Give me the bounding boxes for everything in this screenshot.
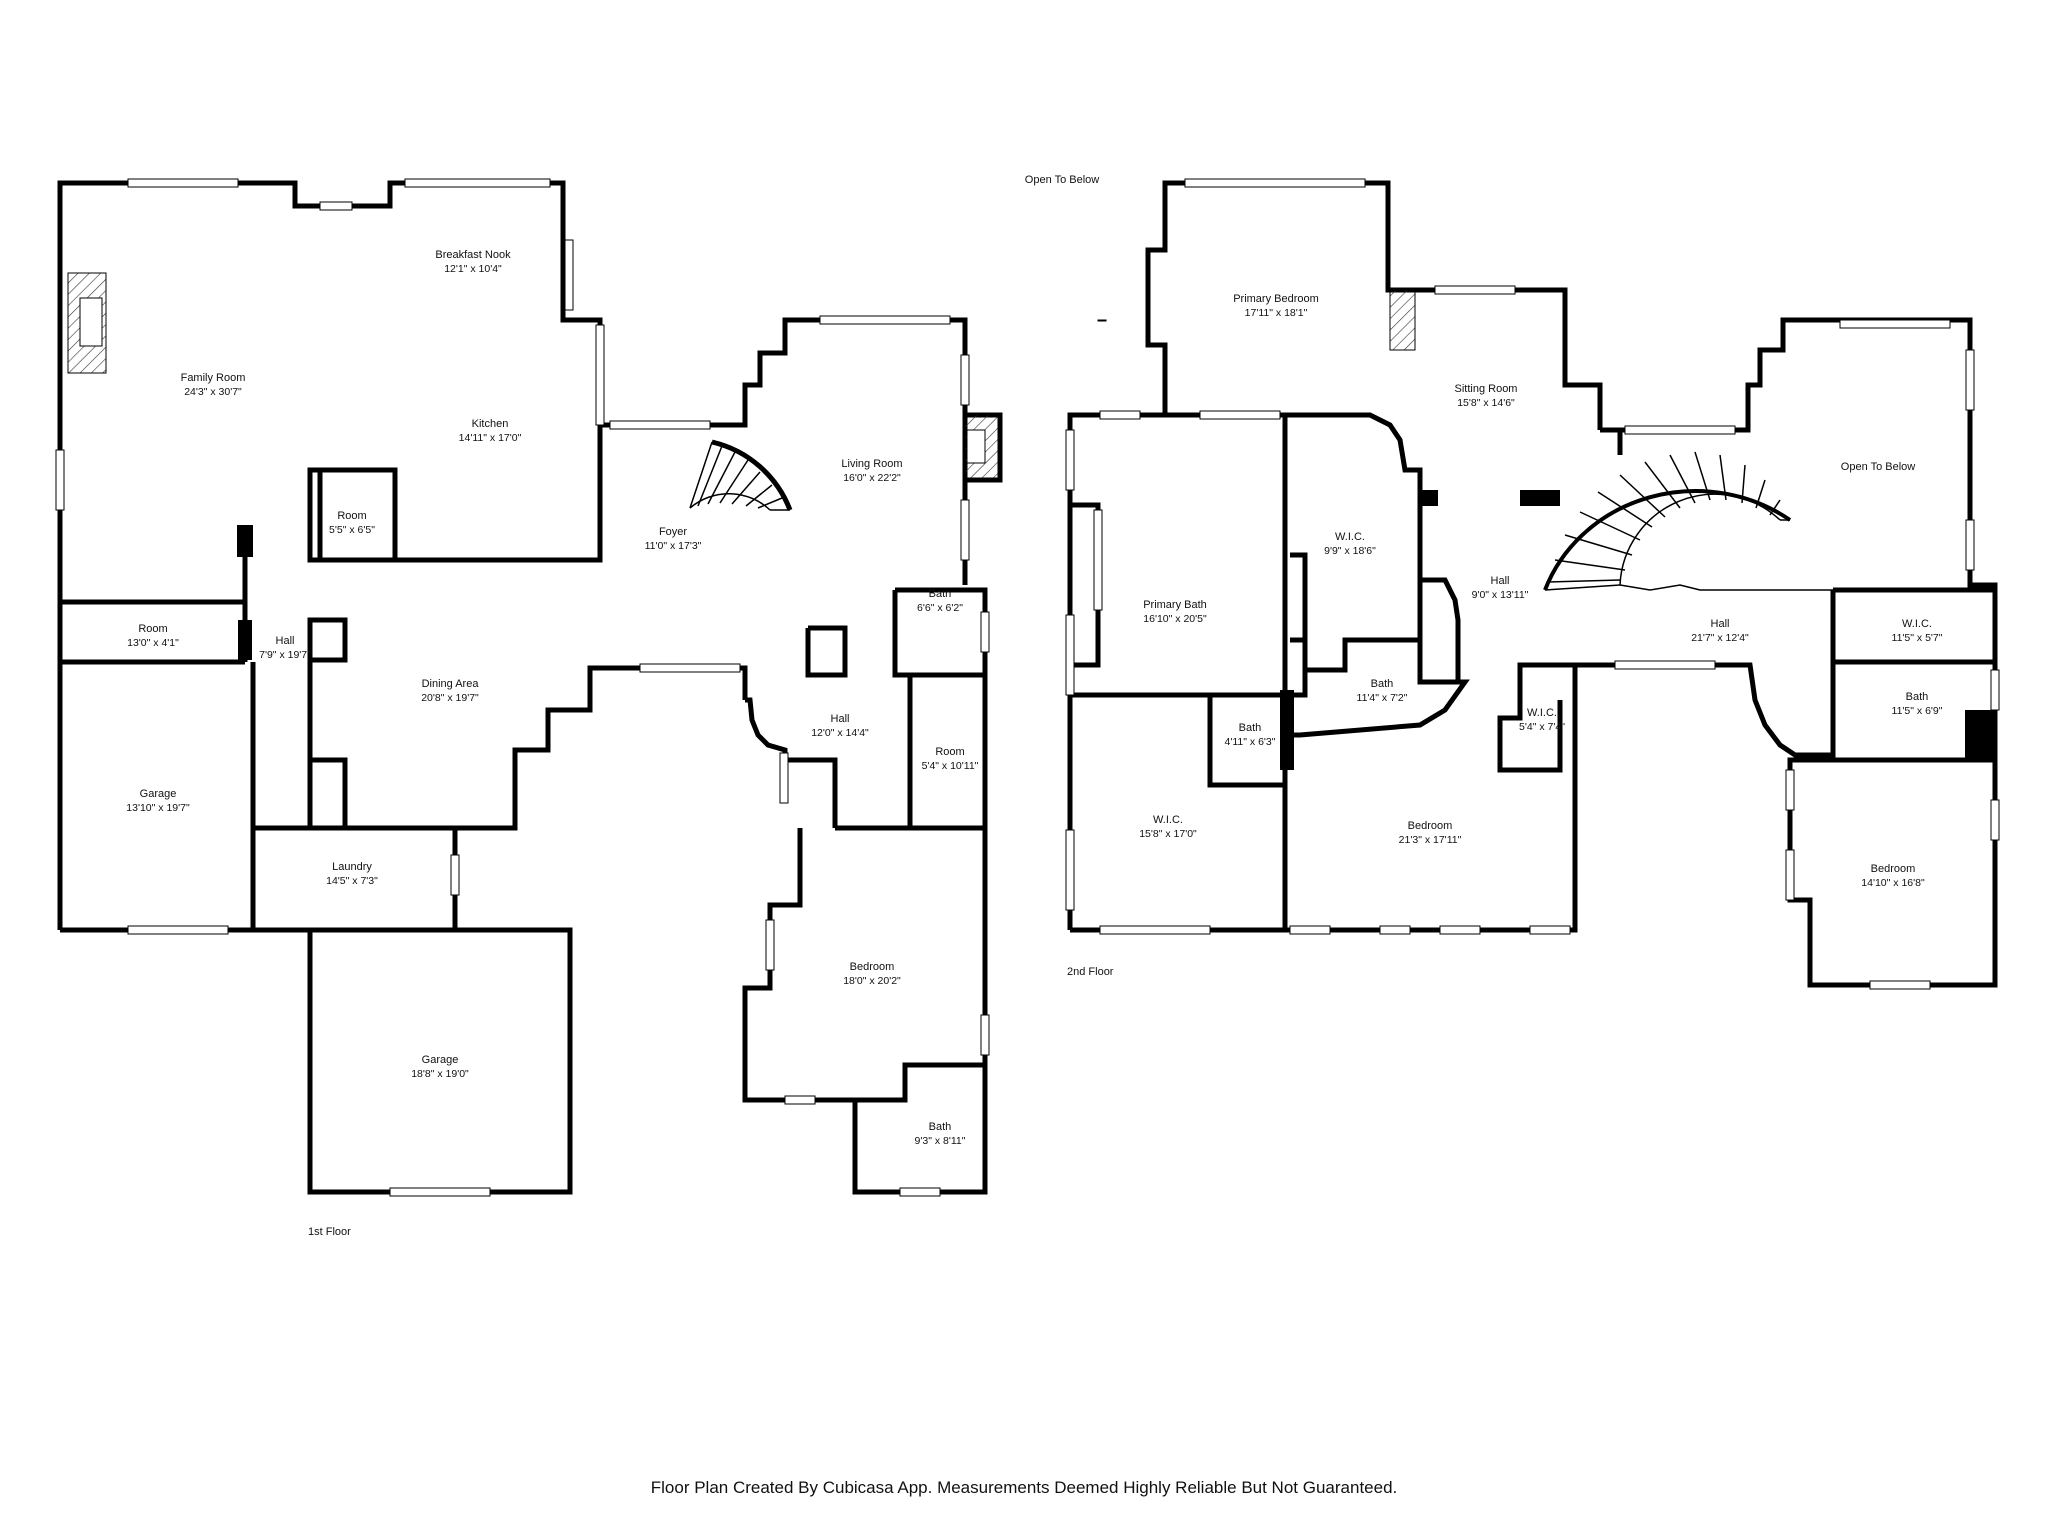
room-dims: 4'11" x 6'3" [1225,736,1276,748]
room-dims: 12'1" x 10'4" [444,263,502,275]
first-floor-staircase [689,439,793,511]
room-label: Primary Bath [1143,599,1207,611]
room-label: Room [138,623,167,635]
room-label: Sitting Room [1455,383,1518,395]
room-label: Hall [1491,575,1510,587]
room-label: Bath [929,1121,952,1133]
room-dims: 5'5" x 6'5" [329,524,375,536]
room-label: Breakfast Nook [435,249,511,261]
room-dims: 14'11" x 17'0" [459,432,522,444]
room-dims: 13'0" x 4'1" [127,637,179,649]
room-label: Bath [1239,722,1262,734]
floor-label: 1st Floor [308,1226,351,1238]
open-to-below-label: Open To Below [1025,174,1099,186]
room-dims: 15'8" x 14'6" [1457,397,1515,409]
room-dims: 13'10" x 19'7" [126,802,190,814]
room-label: Garage [140,788,177,800]
room-dims: 18'0" x 20'2" [843,975,901,987]
fireplace-opening [966,429,986,464]
room-label: Hall [276,635,295,647]
room-dims: 18'8" x 19'0" [411,1068,469,1080]
room-dims: 9'9" x 18'6" [1324,545,1376,557]
room-label: Room [337,510,366,522]
room-dims: 5'4" x 7'4" [1519,721,1565,733]
room-dims: 11'4" x 7'2" [1357,692,1408,704]
first-floor-walls [57,180,1003,1195]
room-label: Dining Area [422,678,480,690]
room-dims: 16'0" x 22'2" [843,472,901,484]
room-dims: 9'3" x 8'11" [915,1135,966,1147]
second-floor-staircase [1543,451,1835,591]
disclaimer-text: Floor Plan Created By Cubicasa App. Meas… [650,1478,1398,1497]
room-dims: 7'9" x 19'7" [259,649,311,661]
room-label: Bath [929,588,952,600]
room-dims: 6'6" x 6'2" [917,602,963,614]
room-dims: 11'5" x 6'9" [1892,705,1943,717]
room-label: Bedroom [1408,820,1453,832]
first-floor-labels: Family Room 24'3" x 30'7" Breakfast Nook… [126,249,978,1147]
room-dims: 9'0" x 13'11" [1472,589,1529,601]
room-label: Room [935,746,964,758]
room-label: Hall [1711,618,1730,630]
room-label: Kitchen [472,418,509,430]
room-dims: 15'8" x 17'0" [1139,828,1197,840]
room-label: Hall [831,713,850,725]
room-label: Bedroom [850,961,895,973]
second-floor-columns [237,490,1995,770]
room-label: Bath [1906,691,1929,703]
room-dims: 21'3" x 17'11" [1399,834,1462,846]
room-dims: 20'8" x 19'7" [421,692,479,704]
room-label: Family Room [181,372,246,384]
room-dims: 24'3" x 30'7" [184,386,242,398]
room-label: Garage [422,1054,459,1066]
room-label: Laundry [332,861,372,873]
room-dims: 11'5" x 5'7" [1892,632,1943,644]
room-dims: 14'5" x 7'3" [326,875,378,887]
room-dims: 21'7" x 12'4" [1691,632,1749,644]
floor-label: 2nd Floor [1067,966,1114,978]
room-dims: 5'4" x 10'11" [922,760,979,772]
room-label: Bath [1371,678,1394,690]
room-label: W.I.C. [1527,707,1557,719]
room-label: W.I.C. [1902,618,1932,630]
second-floor-labels: Primary Bedroom 17'11" x 18'1" Sitting R… [1025,174,1943,889]
room-dims: 17'11" x 18'1" [1245,307,1308,319]
second-floor-windows [1065,178,2000,990]
room-label: W.I.C. [1153,814,1183,826]
room-label: Foyer [659,526,687,538]
fireplace-hatch [1389,289,1416,351]
first-floor-windows [55,178,1107,1197]
open-to-below-label: Open To Below [1841,461,1915,473]
room-dims: 14'10" x 16'8" [1861,877,1925,889]
room-label: Primary Bedroom [1233,293,1319,305]
fireplace-opening [79,297,103,347]
second-floor-walls [1067,180,1998,988]
room-dims: 11'0" x 17'3" [645,540,702,552]
room-dims: 12'0" x 14'4" [811,727,869,739]
room-label: W.I.C. [1335,531,1365,543]
room-label: Living Room [841,458,902,470]
room-label: Bedroom [1871,863,1916,875]
room-dims: 16'10" x 20'5" [1143,613,1207,625]
